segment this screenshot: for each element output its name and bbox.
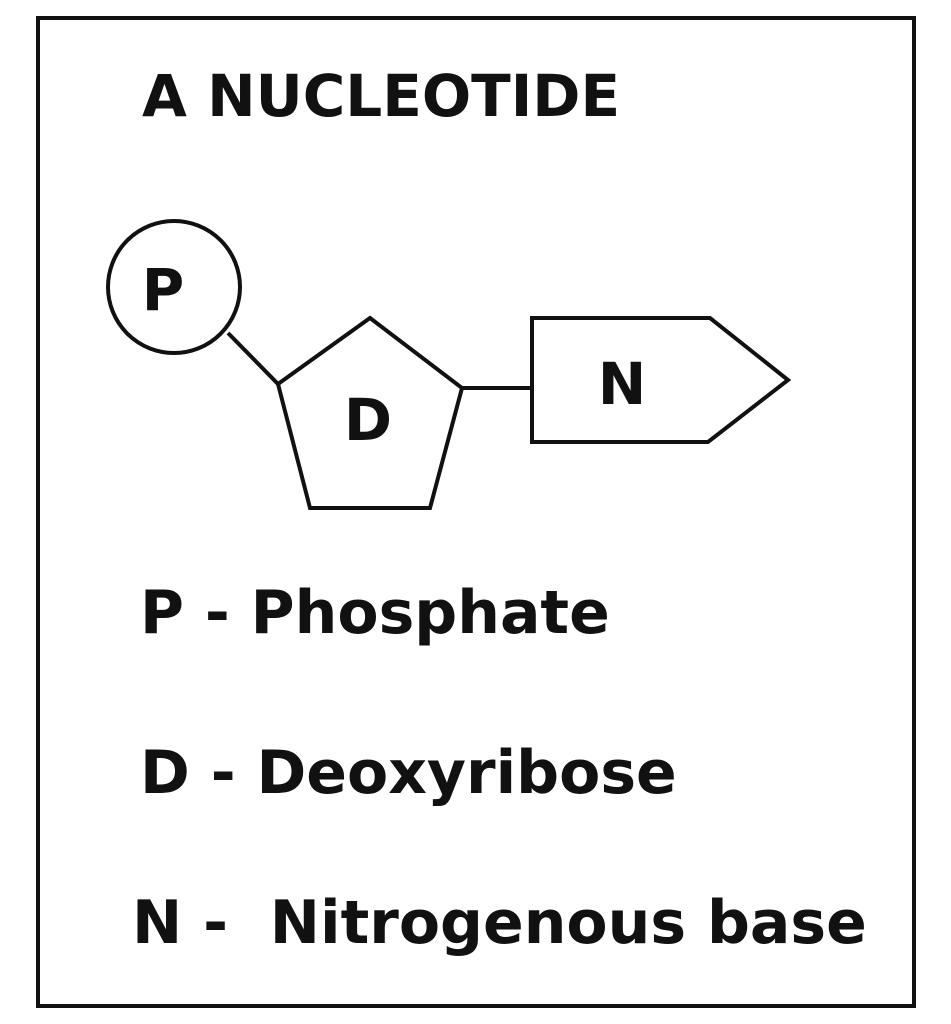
deoxyribose-pentagon xyxy=(275,315,465,510)
phosphate-symbol: P xyxy=(142,256,185,324)
diagram-frame xyxy=(36,16,916,1008)
phosphate-circle xyxy=(106,219,242,355)
nitrogenous-base-shape xyxy=(530,316,792,444)
base-symbol: N xyxy=(598,350,647,418)
diagram-title: A NUCLEOTIDE xyxy=(142,62,621,130)
legend-deoxyribose: D - Deoxyribose xyxy=(140,738,677,808)
phosphate-sugar-bond xyxy=(226,331,280,386)
legend-phosphate: P - Phosphate xyxy=(140,578,610,648)
legend-nitrogenous-base: N - Nitrogenous base xyxy=(132,888,867,958)
deoxyribose-symbol: D xyxy=(344,386,392,454)
